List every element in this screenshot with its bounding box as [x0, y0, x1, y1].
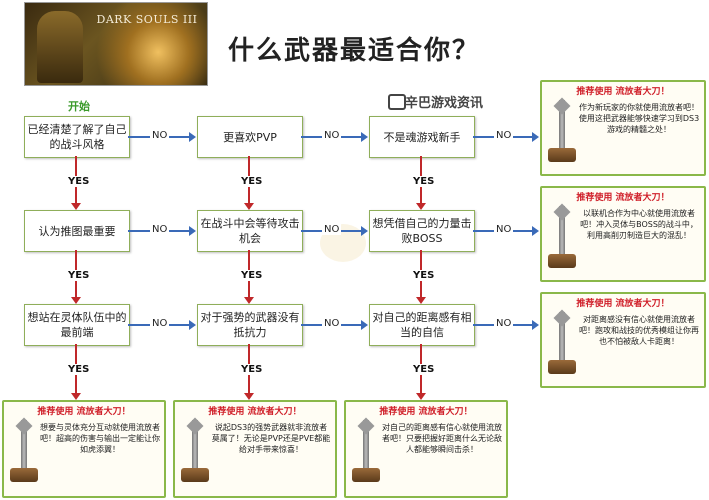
no-label: NO — [494, 224, 514, 235]
recommendation-heading: 推荐使用 流放者大刀！ — [576, 299, 670, 309]
game-logo: DARK SOULS III — [96, 13, 198, 26]
no-label: NO — [494, 318, 514, 329]
dark-souls-banner: DARK SOULS III — [24, 2, 208, 86]
start-label: 开始 — [68, 100, 90, 113]
recommendation-text: 对距离感没有信心就使用流放者吧！跑攻和战技的优秀模组让你再也不怕被敌人卡距离！ — [579, 315, 699, 346]
recommendation-card: 推荐使用 流放者大刀！ 作为新玩家的你就使用流放者吧！使用这把武器能够快速学习到… — [540, 80, 706, 176]
recommendation-heading: 推荐使用 流放者大刀！ — [37, 407, 131, 417]
recommendation-card: 推荐使用 流放者大刀！ 对自己的距离感有信心就使用流放者吧！只要把握好距离什么无… — [344, 400, 508, 498]
q-distance-confident: 对自己的距离感有相当的自信 — [369, 304, 475, 346]
yes-label: YES — [413, 176, 435, 187]
no-label: NO — [494, 130, 514, 141]
recommendation-heading: 推荐使用 流放者大刀！ — [576, 87, 670, 97]
wechat-icon — [388, 94, 406, 110]
knight-figure — [37, 11, 83, 83]
yes-label: YES — [241, 176, 263, 187]
recommendation-card: 推荐使用 流放者大刀！ 以联机合作为中心就使用流放者吧！冲入灵体与BOSS的战斗… — [540, 186, 706, 282]
no-label: NO — [322, 224, 342, 235]
exile-greatsword-icon — [181, 417, 209, 486]
exile-greatsword-icon — [352, 417, 380, 486]
recommendation-text: 对自己的距离感有信心就使用流放者吧！只要把握好距离什么无论敌人都能够瞬间击杀！ — [382, 423, 502, 454]
q-prefer-pvp: 更喜欢PVP — [197, 116, 303, 158]
no-label: NO — [322, 318, 342, 329]
yes-label: YES — [413, 364, 435, 375]
q-solo-boss: 想凭借自己的力量击败BOSS — [369, 210, 475, 252]
recommendation-text: 作为新玩家的你就使用流放者吧！使用这把武器能够快速学习到DS3游戏的精髓之处！ — [578, 103, 700, 134]
watermark-text: 辛巴游戏资讯 — [405, 96, 484, 111]
no-label: NO — [150, 130, 170, 141]
q-progress-matters: 认为推图最重要 — [24, 210, 130, 252]
recommendation-text: 说起DS3的强势武器就非流放者莫属了！无论是PVP还是PVE都能给对手带来惊喜！ — [211, 423, 331, 454]
yes-label: YES — [68, 270, 90, 281]
recommendation-text: 以联机合作为中心就使用流放者吧！冲入灵体与BOSS的战斗中，利用高削刃制造巨大的… — [580, 209, 698, 240]
q-wait-for-opening: 在战斗中会等待攻击机会 — [197, 210, 303, 252]
recommendation-heading: 推荐使用 流放者大刀！ — [576, 193, 670, 203]
yes-label: YES — [68, 176, 90, 187]
q-strong-weapon: 对于强势的武器没有抵抗力 — [197, 304, 303, 346]
recommendation-heading: 推荐使用 流放者大刀！ — [379, 407, 473, 417]
recommendation-card: 推荐使用 流放者大刀！ 对距离感没有信心就使用流放者吧！跑攻和战技的优秀模组让你… — [540, 292, 706, 388]
exile-greatsword-icon — [548, 97, 576, 166]
yes-label: YES — [241, 364, 263, 375]
q-front-line: 想站在灵体队伍中的最前端 — [24, 304, 130, 346]
recommendation-card: 推荐使用 流放者大刀！ 想要与灵体充分互动就使用流放者吧！超高的伤害与输出一定能… — [2, 400, 166, 498]
yes-label: YES — [413, 270, 435, 281]
yes-label: YES — [241, 270, 263, 281]
yes-label: YES — [68, 364, 90, 375]
recommendation-heading: 推荐使用 流放者大刀！ — [208, 407, 302, 417]
recommendation-text: 想要与灵体充分互动就使用流放者吧！超高的伤害与输出一定能让你如虎添翼！ — [40, 423, 160, 454]
banner-sky — [85, 3, 207, 85]
q-not-newbie: 不是魂游戏新手 — [369, 116, 475, 158]
no-label: NO — [150, 224, 170, 235]
exile-greatsword-icon — [548, 309, 576, 378]
recommendation-card: 推荐使用 流放者大刀！ 说起DS3的强势武器就非流放者莫属了！无论是PVP还是P… — [173, 400, 337, 498]
exile-greatsword-icon — [10, 417, 38, 486]
no-label: NO — [322, 130, 342, 141]
no-label: NO — [150, 318, 170, 329]
page-title: 什么武器最适合你？ — [228, 36, 481, 66]
q-clear-style: 已经清楚了解了自己的战斗风格 — [24, 116, 130, 158]
exile-greatsword-icon — [548, 203, 576, 272]
